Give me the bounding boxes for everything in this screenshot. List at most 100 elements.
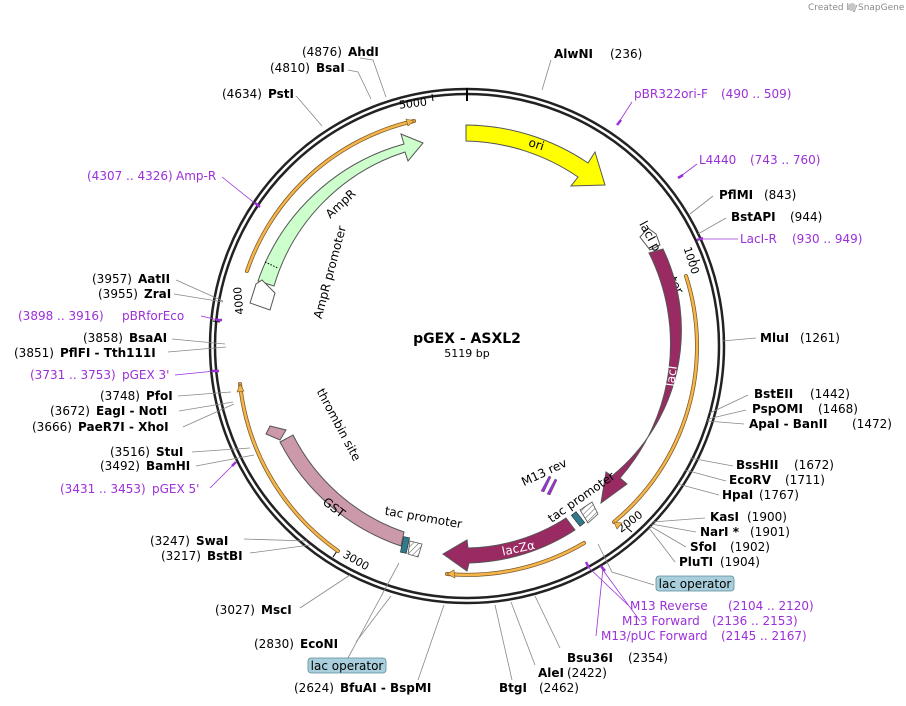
svg-text:(1904): (1904) <box>720 555 760 569</box>
svg-text:(3492): (3492) <box>100 459 140 473</box>
svg-text:BamHI: BamHI <box>146 459 190 473</box>
svg-text:pGEX 5': pGEX 5' <box>152 482 199 496</box>
site-zrai[interactable]: (3955)ZraI <box>98 287 171 301</box>
badge-lac-operator-2[interactable]: lac operator <box>307 657 387 674</box>
leader-alwni <box>541 59 552 91</box>
site-bfuai-bspmi[interactable]: (2624)BfuAI - BspMI <box>294 681 431 695</box>
site-aatii[interactable]: (3957)AatII <box>92 272 170 286</box>
site-psti[interactable]: (4634)PstI <box>222 87 294 101</box>
site-hpai[interactable]: HpaI(1767) <box>722 488 799 502</box>
ori-arrow <box>465 124 606 187</box>
site-paer7i-xhoi[interactable]: (3666)PaeR7I - XhoI <box>32 420 169 434</box>
site-kasi[interactable]: KasI(1900) <box>710 510 787 524</box>
site-stui[interactable]: (3516)StuI <box>110 445 183 459</box>
site-pfoi[interactable]: (3748)PfoI <box>100 389 173 403</box>
primer-m13-forward[interactable]: M13 Forward (2136 .. 2153) <box>622 614 798 628</box>
orf-laci <box>612 274 699 524</box>
leader-bamhi <box>195 454 255 467</box>
svg-text:(3748): (3748) <box>100 389 140 403</box>
primer-leaders <box>174 101 738 637</box>
site-econi[interactable]: (2830)EcoNI <box>254 637 338 651</box>
primer-pbr322ori-f[interactable]: pBR322ori-F(490 .. 509) <box>634 87 791 101</box>
svg-text:(4634): (4634) <box>222 87 262 101</box>
ampr-arrow <box>257 133 424 287</box>
svg-text:M13 Forward: M13 Forward <box>622 614 700 628</box>
svg-text:(1767): (1767) <box>759 488 799 502</box>
feature-lacza[interactable]: lacZα <box>442 517 576 572</box>
site-sfoi[interactable]: SfoI(1902) <box>690 540 770 554</box>
tick-4000 <box>212 320 221 323</box>
site-alei[interactable]: AleI(2422) <box>538 666 607 680</box>
primer-leader-l4440 <box>680 163 698 177</box>
svg-text:BtgI: BtgI <box>499 681 527 695</box>
feature-m13-rev[interactable]: M13 rev <box>519 456 569 496</box>
feature-gst[interactable]: GST <box>279 434 405 547</box>
site-pflfi-tth111i[interactable]: (3851)PflFI - Tth111I <box>14 346 156 360</box>
leader-sfoi <box>649 525 687 548</box>
site-bsu36i[interactable]: Bsu36I(2354) <box>567 651 668 665</box>
site-bamhi[interactable]: (3492) BamHI <box>100 459 190 473</box>
site-nari[interactable]: NarI *(1901) <box>700 525 790 539</box>
site-btgi[interactable]: BtgI(2462) <box>499 681 579 695</box>
leader-pspomi <box>707 409 747 420</box>
svg-text:PluTI: PluTI <box>679 555 713 569</box>
svg-text:MluI: MluI <box>760 331 789 345</box>
svg-text:PaeR7I - XhoI: PaeR7I - XhoI <box>78 420 169 434</box>
lac-operator-1-block <box>570 511 586 527</box>
site-bsai[interactable]: (4810)BsaI <box>270 61 345 75</box>
svg-text:AhdI: AhdI <box>348 45 379 59</box>
orf-lacz-arrowhead <box>446 569 456 579</box>
site-ahdi[interactable]: (4876)AhdI <box>302 45 379 59</box>
leader-hpai <box>677 483 720 496</box>
site-alwni[interactable]: AlwNI(236) <box>554 47 642 61</box>
feature-ori[interactable]: ori <box>465 124 606 187</box>
laci-arrow <box>600 248 682 505</box>
site-eagi-noti[interactable]: (3672)EagI - NotI <box>50 404 167 418</box>
site-msci[interactable]: (3027)MscI <box>215 603 292 617</box>
svg-text:(743 .. 760): (743 .. 760) <box>750 153 820 167</box>
svg-text:(930 .. 949): (930 .. 949) <box>792 232 862 246</box>
site-ecorv[interactable]: EcoRV(1711) <box>729 473 825 487</box>
snapgene-credit: Created by SnapGene <box>808 3 905 13</box>
svg-text:pBRforEco: pBRforEco <box>122 309 184 323</box>
svg-text:(3858): (3858) <box>83 331 123 345</box>
primer-l4440[interactable]: L4440(743 .. 760) <box>699 153 820 167</box>
site-mlui[interactable]: MluI(1261) <box>760 331 840 345</box>
primer-pgex-5[interactable]: (3431 .. 3453)pGEX 5' <box>60 482 199 496</box>
badge-leader-lac-operator-1 <box>597 543 655 586</box>
plasmid-center-info: pGEX - ASXL2 5119 bp <box>413 331 521 360</box>
site-pspomi[interactable]: PspOMI(1468) <box>752 402 858 416</box>
site-pluti[interactable]: PluTI (1904) <box>679 555 760 569</box>
primer-pgex-3[interactable]: (3731 .. 3753) pGEX 3' <box>30 368 169 382</box>
leader-bsshii <box>689 457 734 467</box>
site-bsaai[interactable]: (3858)BsaAI <box>83 331 167 345</box>
site-bstbi[interactable]: (3217)BstBI <box>161 549 243 563</box>
badge-lac-operator-1[interactable]: lac operator <box>655 575 735 592</box>
site-bsteii[interactable]: BstEII(1442) <box>754 387 850 401</box>
site-apai-banii[interactable]: ApaI - BanII(1472) <box>749 417 892 431</box>
primer-m13-reverse[interactable]: M13 Reverse(2104 .. 2120) <box>630 599 814 613</box>
site-bsshii[interactable]: BssHII(1672) <box>736 458 834 472</box>
ampr-promoter-label: AmpR promoter <box>311 224 349 320</box>
svg-text:(3516): (3516) <box>110 445 150 459</box>
site-bstapi[interactable]: BstAPI(944) <box>731 210 822 224</box>
orf-laci-arrowhead <box>613 521 623 530</box>
site-pflmi[interactable]: PflMI(843) <box>719 188 796 202</box>
site-swai[interactable]: (3247)SwaI <box>150 534 228 548</box>
primer-laci-r[interactable]: LacI-R(930 .. 949) <box>740 232 862 246</box>
svg-text:pGEX 3': pGEX 3' <box>122 368 169 382</box>
plasmid-name: pGEX - ASXL2 <box>413 331 521 347</box>
svg-text:SfoI: SfoI <box>690 540 717 554</box>
leader-msci <box>299 574 351 609</box>
primer-pbrforeco[interactable]: (3898 .. 3916)pBRforEco <box>18 309 184 323</box>
primer-m13-puc-forward[interactable]: M13/pUC Forward(2145 .. 2167) <box>601 629 807 643</box>
feature-ampr[interactable]: AmpR <box>257 133 424 287</box>
svg-text:BstEII: BstEII <box>754 387 793 401</box>
badge-lac-operator-2-box <box>307 657 387 674</box>
primer-amp-r[interactable]: (4307 .. 4326)Amp-R <box>87 169 216 183</box>
feature-laci[interactable]: lacI <box>600 248 682 505</box>
svg-text:(2136 .. 2153): (2136 .. 2153) <box>712 614 798 628</box>
svg-text:(3731 .. 3753): (3731 .. 3753) <box>30 368 116 382</box>
svg-text:EcoNI: EcoNI <box>300 637 338 651</box>
feature-thrombin-site[interactable]: thrombin site <box>265 386 364 463</box>
